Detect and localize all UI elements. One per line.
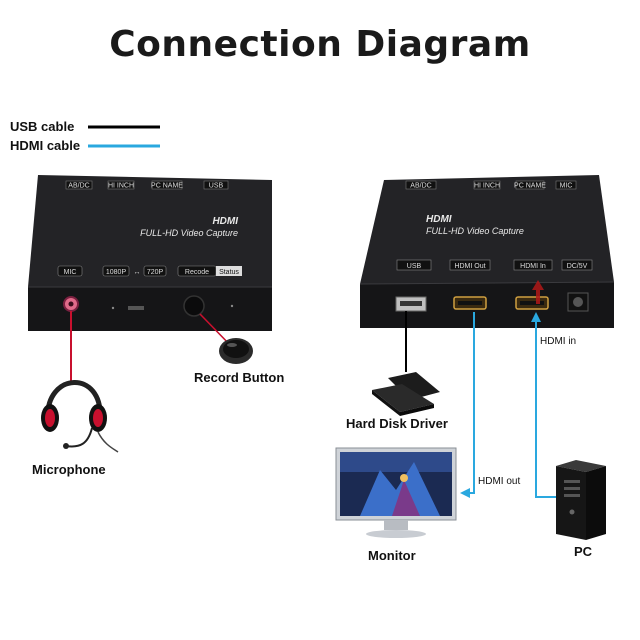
legend: USB cable HDMI cable — [10, 119, 160, 153]
hard-disk-label: Hard Disk Driver — [346, 416, 448, 431]
svg-text:1080P: 1080P — [106, 269, 127, 276]
svg-text:HDMI Out: HDMI Out — [454, 263, 485, 270]
legend-hdmi-label: HDMI cable — [10, 138, 80, 153]
pc-label: PC — [574, 544, 593, 559]
microphone-label: Microphone — [32, 462, 106, 477]
svg-text:PC NAME: PC NAME — [514, 183, 546, 190]
right-top-ports: AB/DC HI INCH PC NAME MIC — [405, 180, 577, 190]
brand-mark-icon — [532, 280, 544, 304]
hdmi-in-arrow — [531, 312, 541, 322]
mic-button — [57, 265, 83, 277]
right-product: FULL-HD Video Capture — [426, 226, 524, 236]
monitor-icon — [335, 447, 457, 538]
switch — [128, 306, 144, 310]
pc-tower-icon — [556, 460, 606, 540]
svg-text:USB: USB — [407, 263, 422, 270]
hdmi-out-arrow — [460, 488, 470, 498]
hdmi-out-label: HDMI out — [478, 476, 520, 487]
svg-text:AB/DC: AB/DC — [68, 183, 89, 190]
left-device-front — [28, 287, 272, 331]
720p-button — [143, 265, 167, 277]
hard-disk-icon — [372, 372, 440, 416]
svg-text:HI INCH: HI INCH — [108, 183, 134, 190]
svg-text:HDMI In: HDMI In — [520, 263, 546, 270]
status-indicator — [216, 266, 242, 276]
right-brand: HDMI — [426, 214, 452, 225]
svg-text:MIC: MIC — [64, 269, 77, 276]
svg-text:USB: USB — [209, 183, 224, 190]
svg-text:DC/5V: DC/5V — [567, 263, 588, 270]
left-device-top — [28, 175, 272, 287]
1080p-button — [102, 265, 130, 277]
left-product: FULL-HD Video Capture — [140, 228, 238, 238]
right-capture-device: AB/DC HI INCH PC NAME MIC HDMI FULL-HD V… — [359, 175, 615, 328]
svg-text:HI INCH: HI INCH — [474, 183, 500, 190]
left-top-ports: AB/DC HI INCH PC NAME USB — [65, 180, 229, 190]
svg-text:MIC: MIC — [560, 183, 573, 190]
right-device-front — [360, 282, 614, 328]
hdmi-out-cable — [468, 312, 475, 494]
svg-text:Status: Status — [219, 269, 239, 276]
left-brand: HDMI — [212, 216, 238, 227]
svg-text:Recode: Recode — [185, 269, 209, 276]
record-knob — [183, 295, 205, 317]
headset-icon — [41, 380, 119, 453]
diagram-title: Connection Diagram — [109, 24, 531, 65]
hdmi-in-cable — [535, 318, 556, 498]
record-button-label: Record Button — [194, 370, 284, 385]
left-capture-device: AB/DC HI INCH PC NAME USB HDMI FULL-HD V… — [28, 175, 272, 331]
right-device-top — [360, 175, 614, 284]
svg-text:PC NAME: PC NAME — [151, 183, 183, 190]
monitor-label: Monitor — [368, 548, 416, 563]
svg-text:AB/DC: AB/DC — [410, 183, 431, 190]
hdmi-in-label: HDMI in — [540, 336, 576, 347]
svg-text:720P: 720P — [147, 269, 164, 276]
right-port-labels: USB HDMI Out HDMI In DC/5V — [396, 259, 593, 271]
svg-text:↔: ↔ — [134, 269, 141, 276]
left-button-row: MIC 1080P ↔ 720P Recode Status — [57, 265, 242, 277]
legend-usb-label: USB cable — [10, 119, 74, 134]
